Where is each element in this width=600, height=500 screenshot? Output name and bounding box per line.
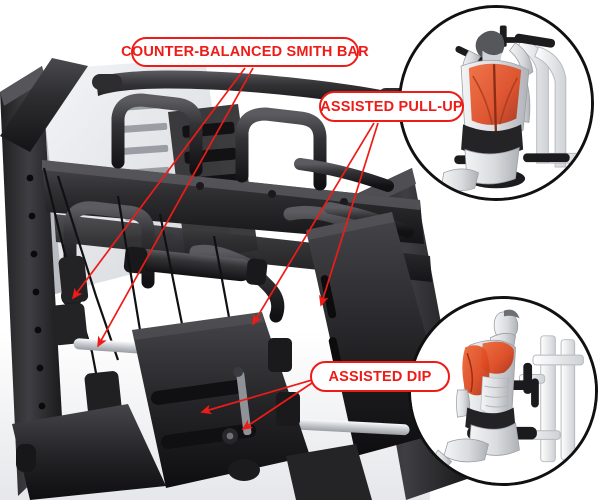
lower-left-pad xyxy=(12,404,166,500)
inset-athlete-pull-up xyxy=(441,30,534,192)
top-cross-beam-left xyxy=(0,58,88,152)
callout-assisted-pull-up[interactable]: ASSISTED PULL-UP xyxy=(319,91,464,122)
inset-athlete-dip xyxy=(434,309,520,468)
callout-counter-balanced-smith-bar[interactable]: COUNTER-BALANCED SMITH BAR xyxy=(121,37,369,67)
base-foot xyxy=(228,444,372,500)
inset-assisted-dip xyxy=(408,296,598,486)
callout-assisted-dip[interactable]: ASSISTED DIP xyxy=(310,361,450,392)
